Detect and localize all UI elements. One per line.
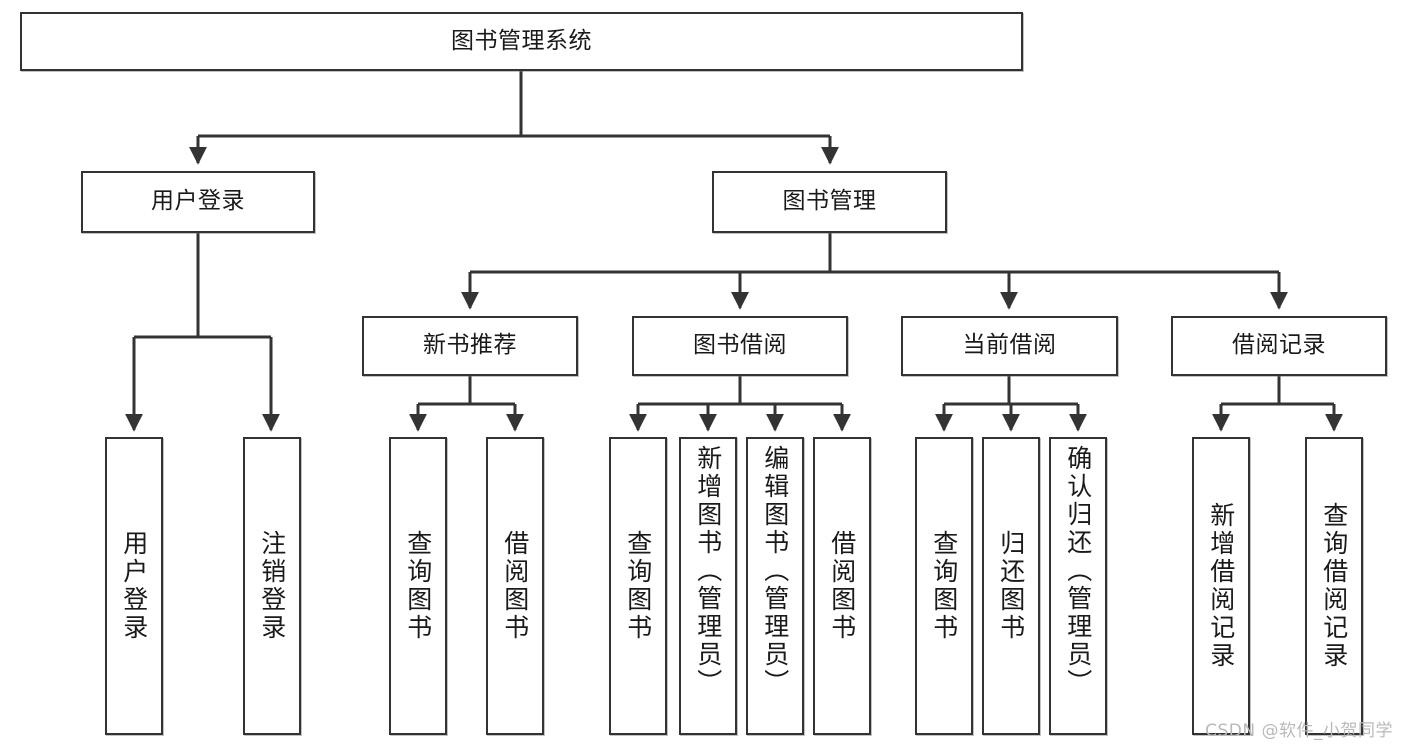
node-leaf-add-record[interactable]: 新增借阅记录	[1192, 437, 1250, 735]
node-leaf-query-book-2[interactable]: 查询图书	[609, 437, 667, 735]
node-leaf-return-book-label: 归还图书	[996, 530, 1026, 642]
node-user-login[interactable]: 用户登录	[81, 171, 315, 233]
node-book-manage[interactable]: 图书管理	[712, 171, 947, 233]
node-leaf-user-login[interactable]: 用户登录	[105, 437, 163, 735]
node-leaf-user-login-label: 用户登录	[119, 530, 149, 642]
node-leaf-borrow-book-1-label: 借阅图书	[500, 530, 530, 642]
node-leaf-query-book-1[interactable]: 查询图书	[389, 437, 447, 735]
node-leaf-add-book[interactable]: 新增图书（管理员）	[679, 437, 737, 735]
node-borrow-record[interactable]: 借阅记录	[1171, 316, 1387, 376]
node-root[interactable]: 图书管理系统	[20, 12, 1023, 71]
node-leaf-user-logout-label: 注销登录	[257, 530, 287, 642]
node-new-book-rec-label: 新书推荐	[423, 332, 517, 359]
node-leaf-query-book-2-label: 查询图书	[623, 530, 653, 642]
node-leaf-return-book[interactable]: 归还图书	[982, 437, 1040, 735]
node-borrow-record-label: 借阅记录	[1232, 332, 1326, 359]
node-book-manage-label: 图书管理	[782, 188, 877, 215]
node-current-borrow-label: 当前借阅	[962, 332, 1057, 359]
node-leaf-query-record[interactable]: 查询借阅记录	[1305, 437, 1363, 735]
node-leaf-query-book-3-label: 查询图书	[929, 530, 959, 642]
node-leaf-add-record-label: 新增借阅记录	[1206, 502, 1236, 670]
csdn-watermark: CSDN @软件_小贺同学	[1205, 721, 1393, 741]
node-leaf-query-record-label: 查询借阅记录	[1319, 502, 1349, 670]
node-user-login-label: 用户登录	[151, 188, 245, 215]
node-leaf-borrow-book-1[interactable]: 借阅图书	[486, 437, 544, 735]
node-leaf-edit-book-label: 编辑图书（管理员）	[760, 445, 790, 697]
node-leaf-confirm-return-label: 确认归还（管理员）	[1063, 445, 1093, 697]
node-new-book-rec[interactable]: 新书推荐	[362, 316, 578, 376]
node-leaf-borrow-book-2-label: 借阅图书	[827, 530, 857, 642]
node-leaf-edit-book[interactable]: 编辑图书（管理员）	[746, 437, 804, 735]
node-leaf-query-book-3[interactable]: 查询图书	[915, 437, 973, 735]
node-leaf-confirm-return[interactable]: 确认归还（管理员）	[1049, 437, 1107, 735]
node-root-label: 图书管理系统	[451, 27, 592, 54]
node-leaf-query-book-1-label: 查询图书	[403, 530, 433, 642]
node-book-borrow[interactable]: 图书借阅	[632, 316, 848, 376]
node-leaf-add-book-label: 新增图书（管理员）	[693, 445, 723, 697]
node-leaf-user-logout[interactable]: 注销登录	[243, 437, 301, 735]
node-current-borrow[interactable]: 当前借阅	[901, 316, 1118, 376]
node-book-borrow-label: 图书借阅	[693, 332, 787, 359]
node-leaf-borrow-book-2[interactable]: 借阅图书	[813, 437, 871, 735]
